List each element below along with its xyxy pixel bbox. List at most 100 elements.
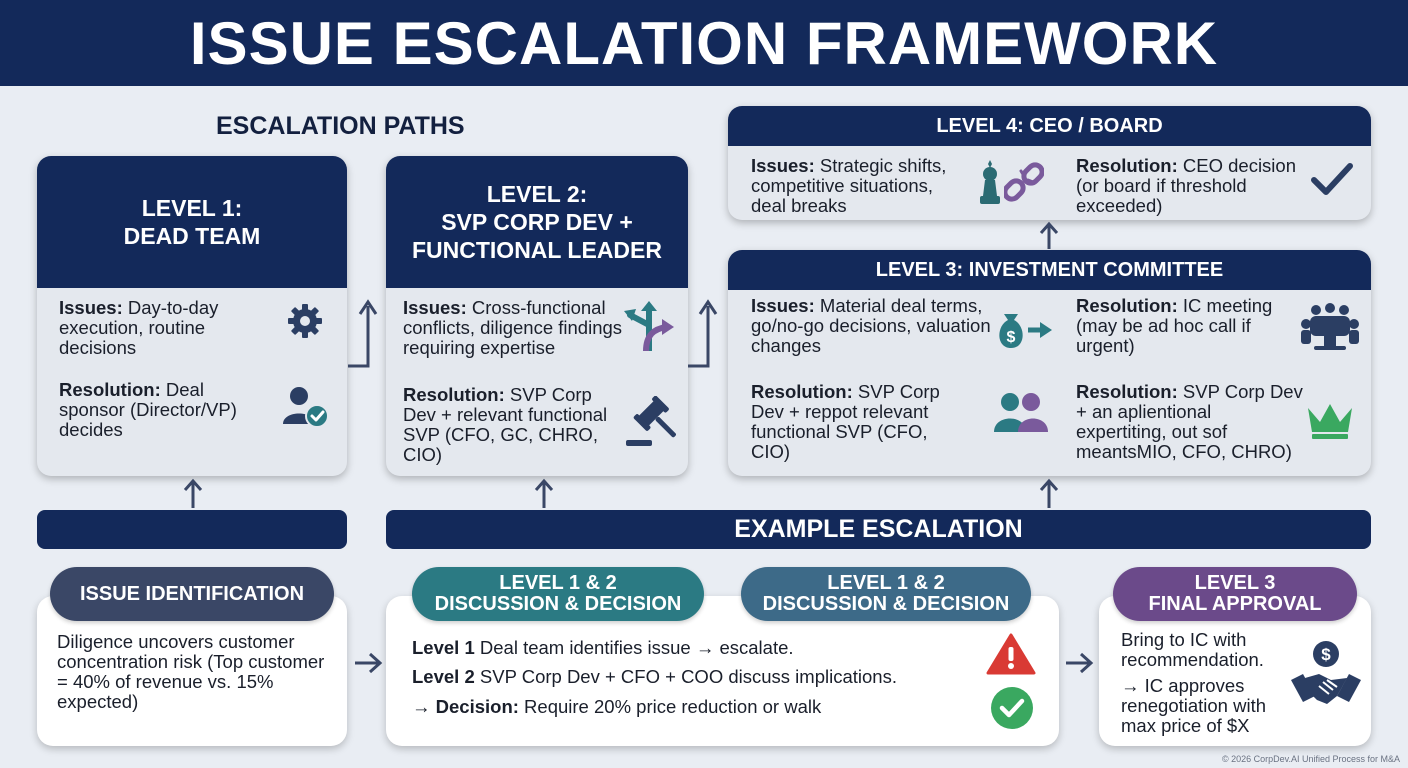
step2-line2-text: SVP Corp Dev + CFO + COO discuss implica… [474,666,897,687]
level3-issues-text: Material deal terms, go/no-go decisions,… [751,295,991,356]
level2-title-line3: FUNCTIONAL LEADER [411,237,662,263]
step2-line3-label: Decision: [435,696,519,717]
people-icon [994,393,1048,432]
step2-line3-arrow: → [412,696,436,717]
level1-header: LEVEL 1: DEAD TEAM [37,156,347,288]
level1-title-line2: DEAD TEAM [123,223,261,249]
issue-identification-pill-label: ISSUE IDENTIFICATION [79,582,305,605]
copyright-footer: © 2026 CorpDev.AI Unified Process for M&… [1221,754,1400,764]
discussion-pill-a-line1: LEVEL 1 & 2 [499,572,617,594]
step2-line1: Level 1 Deal team identifies issue → esc… [412,638,972,658]
level3-resolution-2: Resolution: SVP Corp Dev + reppot releva… [751,382,961,462]
level3-resolution-3: Resolution: SVP Corp Dev + an apliention… [1076,382,1306,462]
handshake-dollar-icon: $ [1291,641,1361,704]
arrow-level2-to-level3 [688,299,718,368]
final-approval-text2: → IC approves renegotiation with max pri… [1121,675,1267,736]
level1-resolution-text: Deal sponsor (Director/VP) decides [59,379,237,440]
page-title: ISSUE ESCALATION FRAMEWORK [189,9,1219,77]
step2-line1-label: Level 1 [412,637,475,658]
arrow-step1-to-step2 [355,652,383,674]
final-approval-pill-line2: FINAL APPROVAL [1148,593,1322,615]
level2-resolution: Resolution: SVP Corp Dev + relevant func… [403,385,623,465]
level3-res2-text: SVP Corp Dev + reppot relevant functiona… [751,381,940,462]
level2-issues: Issues: Cross-functional conflicts, dili… [403,298,628,358]
level1-resolution: Resolution: Deal sponsor (Director/VP) d… [59,380,259,440]
final-approval-pill: LEVEL 3 FINAL APPROVAL [1113,567,1357,621]
crown-icon [1308,404,1352,439]
svg-text:$: $ [1321,645,1331,664]
split-arrows-icon [624,301,674,352]
level2-resolution-label: Resolution: [403,384,505,405]
level3-card: LEVEL 3: INVESTMENT COMMITTEE Issues: Ma… [728,250,1371,476]
issue-identification-card: Diligence uncovers customer concentratio… [37,596,347,746]
money-bag-arrow-icon: $ [999,314,1052,348]
level2-title-line1: LEVEL 2: [486,181,588,207]
final-approval-pill-line1: LEVEL 3 [1194,572,1276,594]
level3-issues-label: Issues: [751,295,815,316]
discussion-pill-a-line2: DISCUSSION & DECISION [434,593,682,615]
arrow-up-level2 [534,478,554,508]
escalation-paths-title: ESCALATION PATHS [216,112,465,140]
level4-header: LEVEL 4: CEO / BOARD [728,106,1371,146]
level4-resolution-text: CEO decision (or board if threshold exce… [1076,155,1296,216]
final-approval-card: Bring to IC with recommendation. → IC ap… [1099,596,1371,746]
arrow-level3-to-level4 [1039,221,1059,249]
level4-resolution: Resolution: CEO decision (or board if th… [1076,156,1316,216]
success-check-icon [991,687,1033,729]
level2-resolution-text: SVP Corp Dev + relevant functional SVP (… [403,384,608,465]
step2-line3-text: Require 20% price reduction or walk [518,696,822,717]
meeting-table-icon [1301,303,1359,350]
example-escalation-bar: EXAMPLE ESCALATION [386,510,1371,549]
level3-res3-label: Resolution: [1076,381,1178,402]
level4-issues: Issues: Strategic shifts, competitive si… [751,156,971,216]
step2-line1-text: Deal team identifies issue → escalate. [474,637,794,658]
issue-identification-pill: ISSUE IDENTIFICATION [50,567,334,621]
checkmark-icon [1311,163,1353,195]
arrow-up-level3 [1039,478,1059,508]
svg-text:$: $ [1007,329,1016,346]
level3-res3-text: SVP Corp Dev + an aplientional expertiti… [1076,381,1303,462]
level4-issues-label: Issues: [751,155,815,176]
step2-line3: → Decision: Require 20% price reduction … [412,697,972,717]
level3-res1-label: Resolution: [1076,295,1178,316]
level3-res1-text: IC meeting (may be ad hoc call if urgent… [1076,295,1273,356]
example-escalation-title: EXAMPLE ESCALATION [734,515,1023,543]
chess-piece-icon [980,160,1000,204]
level3-resolution-1: Resolution: IC meeting (may be ad hoc ca… [1076,296,1296,356]
level1-title-line1: LEVEL 1: [141,195,243,221]
issue-identification-text: Diligence uncovers customer concentratio… [57,631,325,712]
title-banner: ISSUE ESCALATION FRAMEWORK [0,0,1408,86]
level3-header: LEVEL 3: INVESTMENT COMMITTEE [728,250,1371,290]
alert-triangle-icon [986,633,1036,675]
discussion-decision-card: Level 1 Deal team identifies issue → esc… [386,596,1059,746]
user-check-icon [283,387,329,428]
level1-issues-label: Issues: [59,297,123,318]
level4-resolution-label: Resolution: [1076,155,1178,176]
level1-issues-text: Day-to-day execution, routine decisions [59,297,219,358]
level1-resolution-label: Resolution: [59,379,161,400]
discussion-pill-b-line1: LEVEL 1 & 2 [827,572,945,594]
arrow-level1-to-level2 [348,299,378,368]
step2-line2-label: Level 2 [412,666,475,687]
level2-issues-text: Cross-functional conflicts, diligence fi… [403,297,623,358]
level2-card: LEVEL 2: SVP CORP DEV + FUNCTIONAL LEADE… [386,156,688,476]
discussion-pill-a: LEVEL 1 & 2 DISCUSSION & DECISION [412,567,704,621]
level1-issues: Issues: Day-to-day execution, routine de… [59,298,259,358]
final-approval-text1: Bring to IC with recommendation. [1121,629,1264,670]
discussion-pill-b: LEVEL 1 & 2 DISCUSSION & DECISION [741,567,1031,621]
level3-res2-label: Resolution: [751,381,853,402]
level4-card: LEVEL 4: CEO / BOARD Issues: Strategic s… [728,106,1371,220]
level2-issues-label: Issues: [403,297,467,318]
level2-title-line2: SVP CORP DEV + [441,209,633,235]
level4-issues-text: Strategic shifts, competitive situations… [751,155,947,216]
broken-link-icon [1004,162,1044,202]
arrow-step2-to-step3 [1066,652,1094,674]
gavel-icon [626,396,676,446]
level1-card: LEVEL 1: DEAD TEAM Issues: Day-to-day ex… [37,156,347,476]
example-left-bar [37,510,347,549]
level3-issues: Issues: Material deal terms, go/no-go de… [751,296,1011,356]
step2-line2: Level 2 SVP Corp Dev + CFO + COO discuss… [412,667,972,687]
gear-icon [288,304,322,338]
level2-header: LEVEL 2: SVP CORP DEV + FUNCTIONAL LEADE… [386,156,688,288]
discussion-pill-b-line2: DISCUSSION & DECISION [762,593,1010,615]
